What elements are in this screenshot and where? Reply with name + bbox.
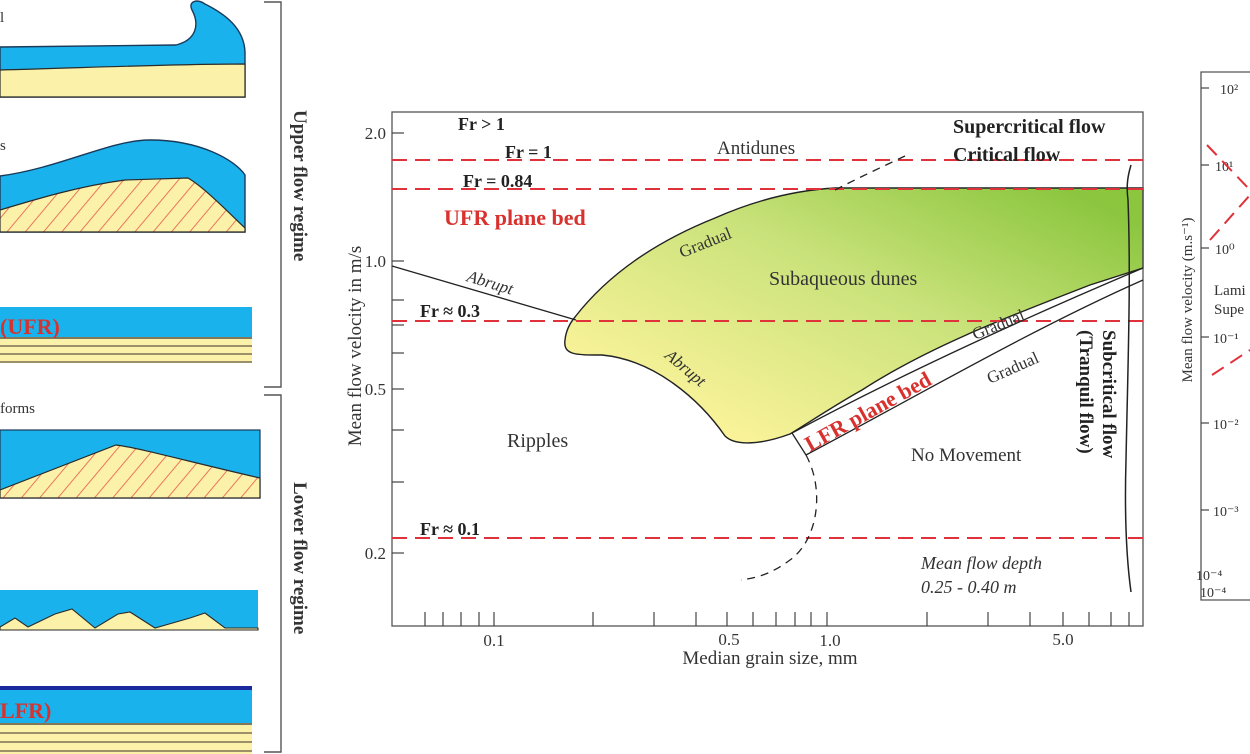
right-y-tick-10-m3: 10⁻³ <box>1213 505 1239 520</box>
right-y-tick-10-m2: 10⁻² <box>1213 418 1239 433</box>
ripple-dashed-boundary <box>740 454 818 581</box>
right-cut-text-laminar: Lami <box>1214 283 1246 299</box>
y-tick-0-2: 0.2 <box>365 544 386 563</box>
fr-gt-1-label: Fr > 1 <box>458 114 505 134</box>
cut-label-ufr: (UFR) <box>0 314 60 339</box>
subaqueous-dunes-label: Subaqueous dunes <box>769 268 918 290</box>
bedform-ufr-plane-bed-diagram: (UFR) <box>0 307 252 363</box>
right-red-dashes <box>1206 144 1250 376</box>
right-x-first-tick: 10⁻⁴ <box>1200 586 1226 601</box>
lfr-plane-bed-upper-boundary <box>791 267 1144 434</box>
right-panel-chart: 10² 10¹ 10⁰ 10⁻¹ 10⁻² 10⁻³ 10⁻⁴ 10⁻⁴ Mea… <box>1180 71 1250 601</box>
right-y-tick-10-1: 10¹ <box>1215 160 1233 175</box>
froude-dashed-lines <box>392 159 1143 539</box>
critical-flow-label: Critical flow <box>953 144 1061 166</box>
fr-03-label: Fr ≈ 0.3 <box>420 301 480 321</box>
y-tick-1-0: 1.0 <box>365 252 386 271</box>
mean-flow-depth-range: 0.25 - 0.40 m <box>921 577 1017 597</box>
antidune-dashed-boundary <box>834 155 906 191</box>
no-movement-label: No Movement <box>911 445 1022 466</box>
subaqueous-dunes-region <box>564 187 1144 444</box>
left-panel: l s (UFR) forms <box>0 0 310 754</box>
cut-label-top: l <box>0 10 4 26</box>
right-y-axis-title: Mean flow velocity (m.s⁻¹) <box>1180 218 1196 383</box>
antidunes-label: Antidunes <box>717 138 795 159</box>
upper-flow-regime-label: Upper flow regime <box>289 110 310 261</box>
right-plot-frame <box>1200 71 1250 601</box>
ufr-plane-bed-label: UFR plane bed <box>444 205 586 230</box>
supercritical-flow-label: Supercritical flow <box>953 116 1106 138</box>
abrupt-upper-label: Abrupt <box>464 266 517 299</box>
right-y-tick-10-2: 10² <box>1220 83 1238 98</box>
y-axis-title: Mean flow velocity in m/s <box>345 246 366 447</box>
right-y-tick-10-m1: 10⁻¹ <box>1213 332 1239 347</box>
lower-flow-regime-label: Lower flow regime <box>289 482 310 634</box>
mean-flow-depth-label: Mean flow depth <box>920 553 1042 573</box>
tranquil-flow-label: (Tranquil flow) <box>1075 330 1096 454</box>
lfr-plane-bed-left-edge <box>791 432 807 456</box>
bedform-lfr-dune-diagram: forms <box>0 401 261 499</box>
bedform-ufr-dune-diagram: s <box>0 138 246 233</box>
plot-frame <box>391 111 1144 627</box>
x-tick-0-5: 0.5 <box>718 630 739 649</box>
right-y-tick-10-0: 10⁰ <box>1215 243 1235 258</box>
y-tick-0-5: 0.5 <box>365 380 386 399</box>
cut-label-lfr: LFR) <box>0 698 51 723</box>
lower-regime-bracket <box>264 394 282 753</box>
x-axis-title: Median grain size, mm <box>682 648 857 669</box>
y-tick-2-0: 2.0 <box>365 124 386 143</box>
right-y-tick-10-m4: 10⁻⁴ <box>1196 569 1222 584</box>
fr-01-label: Fr ≈ 0.1 <box>420 519 480 539</box>
ripples-label: Ripples <box>507 430 568 452</box>
cut-label-second: s <box>0 138 6 154</box>
bedform-ripples-diagram <box>0 590 259 631</box>
bedform-lfr-plane-bed-diagram: LFR) <box>0 686 252 754</box>
bedform-antidunes-diagram: l <box>0 0 246 98</box>
subcritical-boundary-curve <box>1124 164 1132 593</box>
subcritical-flow-label: Subcritical flow <box>1098 330 1119 459</box>
x-tick-1-0: 1.0 <box>819 631 840 650</box>
fr-1-label: Fr = 1 <box>505 142 552 162</box>
fr-084-label: Fr = 0.84 <box>463 171 532 191</box>
gradual-no-movement-boundary <box>805 279 1144 456</box>
x-tick-0-1: 0.1 <box>483 631 504 650</box>
y-axis-ticks <box>392 132 404 554</box>
bedform-phase-diagram: 2.0 1.0 0.5 0.2 0.1 0.5 1.0 5.0 Median g… <box>345 111 1144 669</box>
upper-regime-bracket <box>264 1 282 388</box>
right-cut-text-super: Supe <box>1214 302 1244 318</box>
abrupt-ripple-boundary <box>391 265 577 321</box>
cut-label-forms: forms <box>0 401 35 417</box>
x-tick-5-0: 5.0 <box>1052 630 1073 649</box>
right-y-ticks <box>1201 87 1209 511</box>
x-axis-ticks <box>424 612 1130 626</box>
